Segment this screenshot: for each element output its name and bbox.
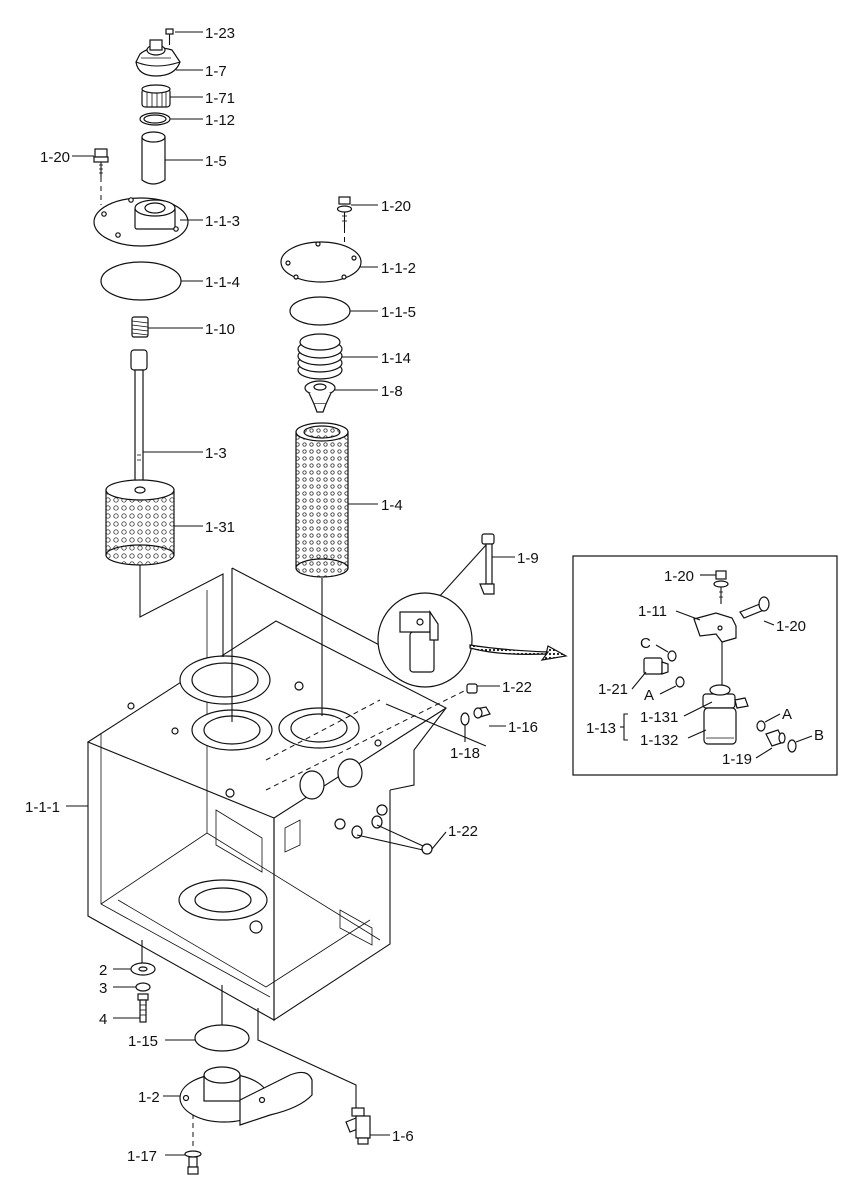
part-1-9-bracket [479,533,495,595]
label-1-3: 1-3 [205,445,227,462]
part-1-1-2-cover [280,241,362,283]
label-1-14: 1-14 [381,350,411,367]
label-1-1-3: 1-1-3 [205,213,240,230]
label-1-7: 1-7 [205,63,227,80]
part-1-4-mesh-filter [295,422,349,578]
label-1-1-2: 1-1-2 [381,260,416,277]
part-1-2-sump [179,1066,313,1126]
label-1-1-1: 1-1-1 [25,799,60,816]
detail-label-1-131: 1-131 [640,709,678,726]
label-1-8: 1-8 [381,383,403,400]
part-1-14-spring [297,333,343,380]
label-1-9: 1-9 [517,550,539,567]
detail-label-1-20-top: 1-20 [664,568,694,585]
part-1-8-valve [304,380,336,413]
part-4-bolt [137,993,149,1023]
part-1-10-spring [131,316,149,338]
part-1-16-fitting [473,706,491,719]
label-1-71: 1-71 [205,90,235,107]
part-1-12-oring [139,112,171,126]
detail-labels: 1-20 1-11 1-20 C 1-21 A 1-13 1-131 1-132… [586,568,824,768]
label-1-31: 1-31 [205,519,235,536]
label-1-6: 1-6 [392,1128,414,1145]
part-1-3-rod [130,349,148,483]
label-1-5: 1-5 [205,153,227,170]
part-3-washer [135,982,151,992]
part-1-7-cap [135,39,181,77]
detail-label-1-21: 1-21 [598,681,628,698]
part-1-22-plugs-side [351,815,433,855]
label-1-2: 1-2 [138,1089,160,1106]
detail-label-A-left: A [644,687,654,704]
detail-box [572,555,838,776]
part-2-washer [130,962,156,976]
leader-lines [66,31,813,1156]
part-1-1-1-tank [86,590,448,1022]
label-1-1-5: 1-1-5 [381,304,416,321]
detail-circle [377,592,568,688]
label-1-18: 1-18 [450,745,480,762]
label-2: 2 [99,962,107,979]
label-1-15: 1-15 [128,1033,158,1050]
label-1-16: 1-16 [508,719,538,736]
part-1-31-strainer [105,479,175,566]
detail-label-1-11: 1-11 [638,603,667,620]
label-1-23: 1-23 [205,25,235,42]
label-1-22-side: 1-22 [448,823,478,840]
part-1-18-oring [460,712,470,726]
detail-label-1-20-right: 1-20 [776,618,806,635]
label-1-20-left: 1-20 [40,149,70,166]
part-1-20-bolt-center [336,196,353,246]
labels: 1-23 1-7 1-71 1-12 1-20 1-5 1-1-3 1-1-4 … [25,25,539,1165]
part-1-1-4-gasket [100,261,182,301]
label-1-12: 1-12 [205,112,235,129]
detail-label-B: B [814,727,824,744]
part-1-23-screw [165,28,174,45]
label-1-4: 1-4 [381,497,403,514]
part-1-5-pipe [141,131,166,185]
label-3: 3 [99,980,107,997]
part-1-15-gasket [194,1024,250,1052]
label-1-22-top: 1-22 [502,679,532,696]
label-1-10: 1-10 [205,321,235,338]
label-1-1-4: 1-1-4 [205,274,240,291]
detail-label-C: C [640,635,651,652]
detail-label-1-19: 1-19 [722,751,752,768]
label-1-20-center: 1-20 [381,198,411,215]
part-1-1-5-gasket [289,296,351,326]
part-1-22-plug-top [466,683,478,694]
label-4: 4 [99,1011,107,1028]
part-1-17-bolt [184,1150,202,1175]
detail-label-A-right: A [782,706,792,723]
detail-label-1-132: 1-132 [640,732,678,749]
label-1-17: 1-17 [127,1148,157,1165]
part-1-71-nut [141,84,171,108]
detail-label-1-13: 1-13 [586,720,616,737]
part-1-1-3-cover [93,197,189,247]
part-1-6-cock [345,1107,371,1145]
part-1-20-bolt-left [93,148,109,205]
